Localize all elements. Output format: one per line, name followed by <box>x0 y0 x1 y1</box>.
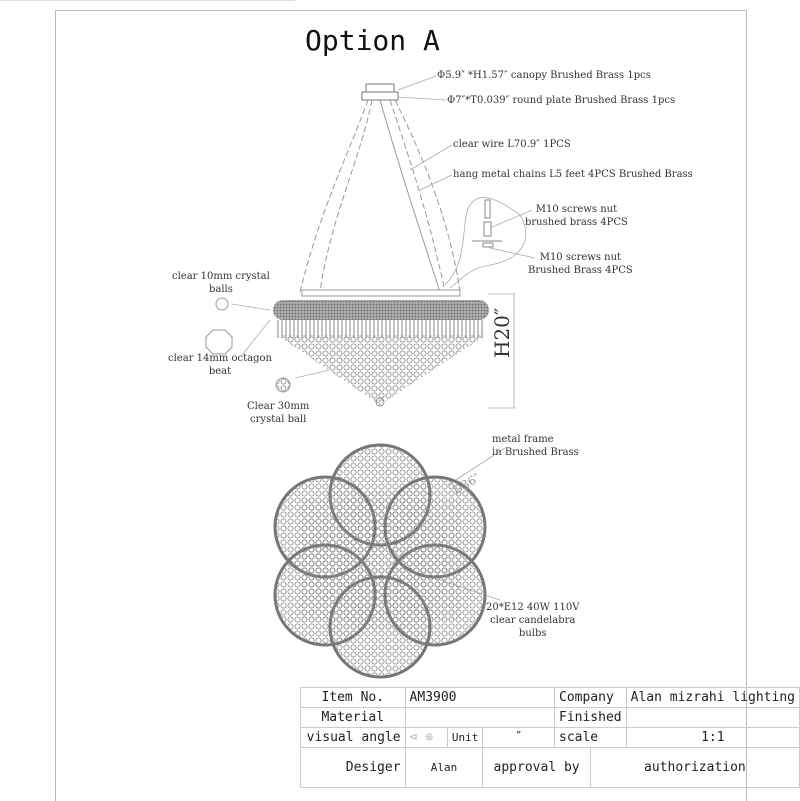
unit-label: Unit <box>446 727 484 748</box>
leader-lines <box>0 0 536 601</box>
title-block-table: Item No. AM3900 Company Alan mizrahi lig… <box>300 687 800 788</box>
plate-callout: Φ7″*T0.039″ round plate Brushed Brass 1p… <box>447 95 676 106</box>
screw-callout-2-line1: M10 screws nut <box>539 252 622 263</box>
finished-label: Finished <box>554 707 627 728</box>
finished-value <box>625 707 800 728</box>
scale-value: 1:1 <box>625 727 800 748</box>
visual-angle-label: visual angle <box>300 727 406 748</box>
screw-detail <box>472 199 502 248</box>
crystal-ball-10mm-icon <box>215 297 229 311</box>
octagon-line2: beat <box>208 366 232 377</box>
canopy-callout: Φ5.9″ *H1.57″ canopy Brushed Brass 1pcs <box>437 70 651 81</box>
crystal-ball-30-line1: Clear 30mm <box>247 401 310 412</box>
wire-callout: clear wire L70.9″ 1PCS <box>453 139 571 150</box>
canopy <box>361 83 399 101</box>
bulbs-callout: 20*E12 40W 110V clear candelabra bulbs <box>486 601 579 640</box>
frame-line1: metal frame <box>492 434 554 445</box>
bulbs-line3: bulbs <box>518 628 547 639</box>
octagon-callout: clear 14mm octagon beat <box>168 352 272 378</box>
crystal-icons <box>205 297 291 393</box>
frame-callout: metal frame in Brushed Brass <box>492 433 579 459</box>
material-label: Material <box>300 707 406 728</box>
height-dimension: H20″ <box>490 307 514 358</box>
drawing-frame <box>55 10 747 801</box>
octagon-line1: clear 14mm octagon <box>168 353 272 364</box>
page-title: Option A <box>305 24 440 57</box>
chains-callout: hang metal chains L5 feet 4PCS Brushed B… <box>453 169 693 180</box>
designer-value: Alan <box>404 747 484 788</box>
chandelier-body <box>273 289 489 407</box>
top-view <box>273 443 487 679</box>
item-no-value: AM3900 <box>404 687 556 708</box>
bulbs-line1: 20*E12 40W 110V <box>486 602 580 613</box>
company-value: Alan mizrahi lighting <box>625 687 800 708</box>
frame-line2: in Brushed Brass <box>492 447 579 458</box>
hanging-chains <box>299 99 461 293</box>
unit-value: ″ <box>482 727 555 748</box>
approval-label: approval by <box>482 747 591 788</box>
crystal-balls-line1: clear 10mm crystal <box>172 271 270 282</box>
screw-callout-1: M10 screws nut brushed brass 4PCS <box>525 203 628 229</box>
screw-callout-1-line1: M10 screws nut <box>535 204 618 215</box>
octagon-bead-icon <box>205 329 233 355</box>
item-no-label: Item No. <box>300 687 406 708</box>
authorization-label: authorization <box>589 747 800 788</box>
crystal-balls-line2: balls <box>208 284 233 295</box>
screw-callout-1-line2: brushed brass 4PCS <box>525 217 628 228</box>
designer-label: Desiger <box>300 747 406 788</box>
projection-symbol-icon: ⊲ ⊕ <box>404 727 448 748</box>
crystal-ball-30-callout: Clear 30mm crystal ball <box>247 400 309 426</box>
company-label: Company <box>554 687 627 708</box>
scale-label: scale <box>554 727 627 748</box>
crystal-balls-callout: clear 10mm crystal balls <box>172 270 270 296</box>
crystal-ball-30-line2: crystal ball <box>250 414 307 425</box>
crystal-ball-30mm-icon <box>275 377 291 393</box>
material-value <box>404 707 556 728</box>
screw-callout-2-line2: Brushed Brass 4PCS <box>528 265 633 276</box>
bulbs-line2: clear candelabra <box>490 615 576 626</box>
